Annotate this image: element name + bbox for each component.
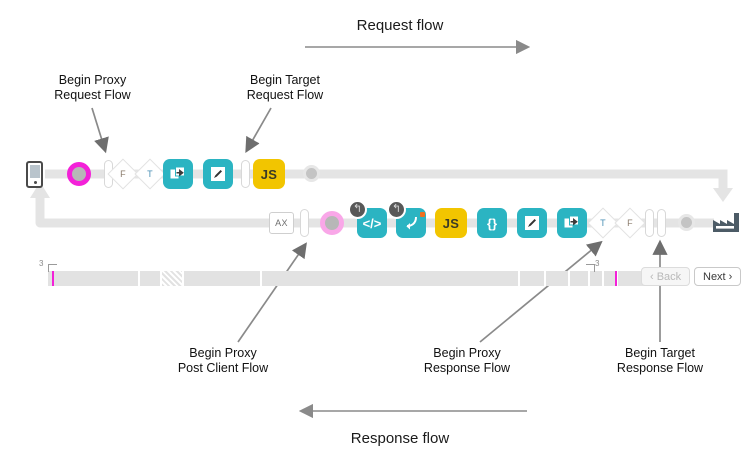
timeline-marker-start[interactable] bbox=[52, 271, 54, 286]
callout-line-2: Request Flow bbox=[54, 88, 131, 102]
ax-label: AX bbox=[275, 218, 288, 228]
timeline-segment[interactable] bbox=[184, 271, 262, 286]
timeline-segment[interactable] bbox=[520, 271, 546, 286]
badge-arrow-glyph: ↰ bbox=[391, 203, 402, 215]
callout-line-1: Begin Proxy bbox=[189, 346, 257, 360]
curve-arrow-icon bbox=[405, 216, 417, 229]
response-policy-json[interactable]: {} bbox=[477, 208, 507, 238]
callout-line-2: Request Flow bbox=[246, 88, 324, 102]
pencil-icon bbox=[525, 216, 539, 230]
begin-target-response-flow-pill-1[interactable] bbox=[645, 209, 654, 237]
chip-text: JS bbox=[260, 166, 278, 182]
callout-line-2: Response Flow bbox=[423, 361, 511, 375]
condition-label: T bbox=[600, 218, 606, 228]
timeline-segment[interactable] bbox=[140, 271, 162, 286]
response-flow-separator-pill-1[interactable] bbox=[300, 209, 309, 237]
timeline-segment[interactable] bbox=[570, 271, 590, 286]
request-flow-separator-pill-2[interactable] bbox=[241, 160, 250, 188]
callout-begin-proxy-request-flow: Begin Proxy Request Flow bbox=[0, 73, 185, 103]
pencil-icon bbox=[211, 167, 225, 181]
chip-text: JS bbox=[442, 215, 460, 231]
timeline-segment[interactable] bbox=[262, 271, 520, 286]
request-flow-end-dot[interactable] bbox=[303, 165, 320, 182]
request-policy-edit[interactable] bbox=[203, 159, 233, 189]
timeline-left-bracket bbox=[48, 264, 57, 272]
response-policy-xml-badge-icon[interactable]: ↰ bbox=[348, 200, 367, 219]
request-condition-t[interactable]: T bbox=[134, 158, 166, 190]
timeline-segment[interactable] bbox=[52, 271, 140, 286]
response-policy-raise-fault-badge-icon[interactable]: ↰ bbox=[387, 200, 406, 219]
response-policy-assign-message[interactable] bbox=[557, 208, 587, 238]
callout-line-2: Post Client Flow bbox=[177, 361, 269, 375]
timeline-segment-hatched[interactable] bbox=[162, 271, 184, 286]
response-policy-edit[interactable] bbox=[517, 208, 547, 238]
next-button[interactable]: Next › bbox=[694, 267, 742, 286]
condition-label: T bbox=[147, 169, 153, 179]
callout-begin-target-response-flow: Begin Target Response Flow bbox=[567, 346, 753, 376]
response-flow-end-dot[interactable] bbox=[678, 214, 695, 231]
back-button[interactable]: ‹ Back bbox=[641, 267, 691, 286]
timeline-right-bracket bbox=[586, 264, 595, 272]
callout-line-1: Begin Target bbox=[250, 73, 320, 87]
begin-target-response-flow-pill-2[interactable] bbox=[657, 209, 666, 237]
chip-text: </> bbox=[362, 215, 382, 231]
callout-begin-proxy-response-flow: Begin Proxy Response Flow bbox=[374, 346, 560, 376]
target-server-icon bbox=[711, 211, 741, 233]
callout-line-1: Begin Proxy bbox=[433, 346, 501, 360]
request-policy-assign-message[interactable] bbox=[163, 159, 193, 189]
request-flow-title: Request flow bbox=[356, 17, 444, 34]
condition-label: F bbox=[627, 218, 633, 228]
badge-arrow-glyph: ↰ bbox=[352, 203, 363, 215]
mobile-phone-icon bbox=[26, 161, 43, 188]
timeline-segment[interactable] bbox=[590, 271, 604, 286]
phone-screen bbox=[29, 165, 40, 178]
share-arrow-icon bbox=[170, 166, 185, 179]
callout-line-2: Response Flow bbox=[616, 361, 704, 375]
callout-line-1: Begin Target bbox=[625, 346, 695, 360]
callout-begin-target-request-flow: Begin Target Request Flow bbox=[190, 73, 380, 103]
begin-proxy-post-client-flow-node[interactable] bbox=[320, 211, 344, 235]
response-flow-title: Response flow bbox=[350, 430, 450, 447]
error-indicator-dot bbox=[420, 212, 425, 217]
response-ax-node[interactable]: AX bbox=[269, 212, 294, 234]
phone-home-button bbox=[33, 181, 37, 184]
callout-begin-proxy-post-client-flow: Begin Proxy Post Client Flow bbox=[130, 346, 316, 376]
response-condition-f[interactable]: F bbox=[614, 207, 646, 239]
begin-proxy-request-flow-node[interactable] bbox=[67, 162, 91, 186]
timeline-left-bracket-label: 3 bbox=[39, 259, 44, 268]
timeline-scrubber[interactable] bbox=[48, 271, 648, 286]
request-policy-javascript[interactable]: JS bbox=[253, 159, 285, 189]
timeline-segment[interactable] bbox=[604, 271, 618, 286]
callout-line-1: Begin Proxy bbox=[58, 73, 127, 87]
condition-label: F bbox=[120, 169, 126, 179]
response-policy-javascript[interactable]: JS bbox=[435, 208, 467, 238]
timeline-marker-end[interactable] bbox=[615, 271, 617, 286]
timeline-right-bracket-label: 3 bbox=[595, 259, 600, 268]
share-arrow-icon bbox=[564, 215, 579, 228]
chip-text: {} bbox=[486, 215, 498, 231]
timeline-segment[interactable] bbox=[546, 271, 570, 286]
